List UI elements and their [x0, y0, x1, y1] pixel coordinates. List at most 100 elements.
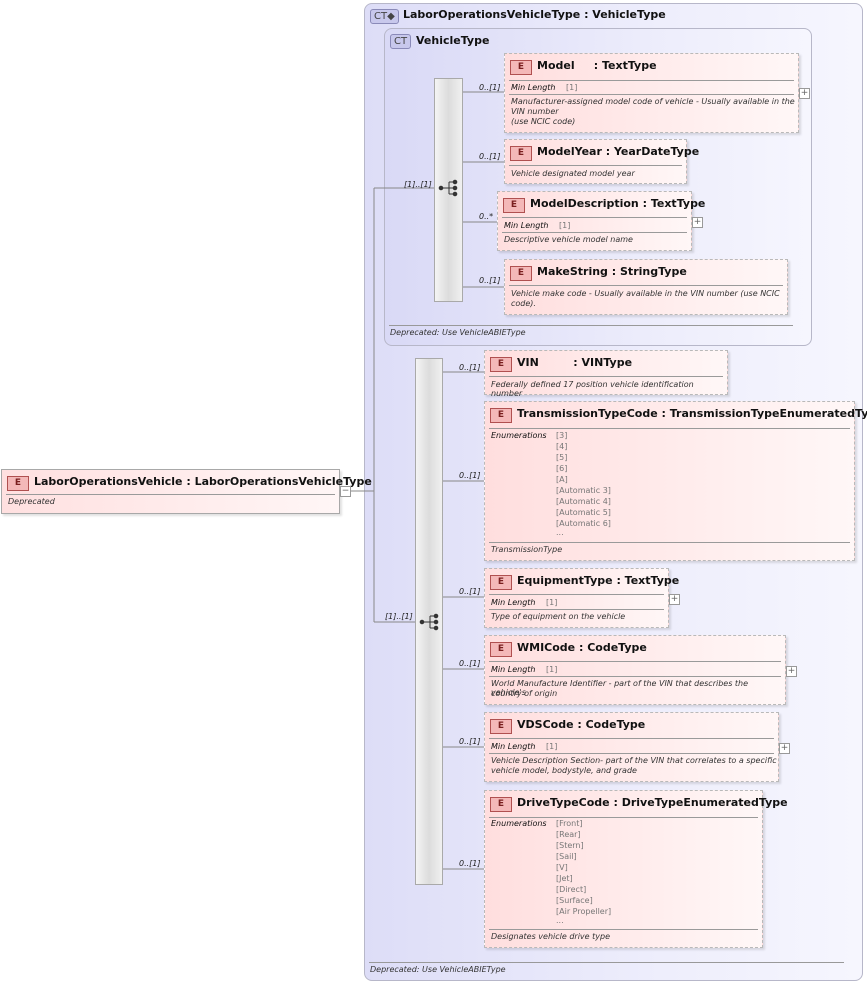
divider [489, 753, 774, 754]
vin-cardinality: 0..[1] [459, 363, 481, 372]
name: DriveTypeCode [517, 796, 610, 809]
element-model-description[interactable]: E ModelDescription : TextType Min Length… [497, 191, 705, 251]
element-badge: E [490, 575, 512, 590]
name: VDSCode [517, 718, 574, 731]
description: Descriptive vehicle model name [504, 235, 633, 244]
enum-value: [Air Propeller] [556, 907, 612, 916]
element-badge: E [503, 198, 525, 213]
element-drive-type-code[interactable]: E DriveTypeCode : DriveTypeEnumeratedTyp… [484, 790, 788, 948]
type: : TransmissionTypeEnumeratedType [661, 407, 867, 420]
inner-ct-divider [389, 325, 793, 326]
collapse-icon[interactable]: − [340, 486, 351, 497]
divider [489, 376, 723, 377]
complex-type-badge: CT [390, 34, 412, 49]
facet-label: Min Length [504, 221, 549, 230]
enum-value: [Rear] [556, 830, 581, 839]
element-model[interactable]: E Model : TextType Min Length [1] Manufa… [504, 53, 799, 133]
root-name: LaborOperationsVehicle [34, 475, 183, 488]
facet-label: Min Length [491, 742, 536, 751]
facet-value: [1] [546, 598, 558, 607]
root-note: Deprecated [8, 497, 55, 506]
element-equipment-type[interactable]: E EquipmentType : TextType Min Length [1… [484, 568, 679, 628]
facet-value: [1] [546, 665, 558, 674]
enum-value: [Automatic 6] [556, 519, 611, 528]
type: : YearDateType [605, 145, 700, 158]
divider [489, 929, 758, 930]
root-element-labor-operations-vehicle[interactable]: E LaborOperationsVehicle : LaborOperatio… [1, 469, 372, 514]
description: (use NCIC code) [511, 117, 576, 126]
facet-value: [1] [559, 221, 571, 230]
element-badge: E [7, 476, 29, 491]
element-model-year[interactable]: E ModelYear : YearDateType Vehicle desig… [504, 139, 699, 184]
root-divider [6, 494, 335, 495]
divider [489, 661, 781, 662]
element-name: ModelDescription : TextType [530, 197, 705, 210]
enum-value: ... [556, 528, 564, 537]
enumerations-label: Enumerations [491, 431, 547, 440]
description: World Manufacture Identifier - part of t… [491, 679, 749, 697]
expand-icon[interactable]: + [779, 743, 790, 754]
element-name: TransmissionTypeCode : TransmissionTypeE… [517, 407, 867, 420]
enum-value: [Stern] [556, 841, 584, 850]
element-badge: E [510, 266, 532, 281]
type: : StringType [611, 265, 687, 278]
divider [489, 594, 664, 595]
outer-ct-type: : VehicleType [584, 8, 666, 21]
divider [489, 676, 781, 677]
description: Federally defined 17 position vehicle id… [491, 380, 694, 398]
element-name: VIN : VINType [517, 356, 632, 369]
expand-icon[interactable]: + [786, 666, 797, 677]
enum-value: [Sail] [556, 852, 577, 861]
element-make-string[interactable]: E MakeString : StringType Vehicle make c… [504, 259, 788, 315]
wmi-cardinality: 0..[1] [459, 659, 481, 668]
vds-cardinality: 0..[1] [459, 737, 481, 746]
makestring-cardinality: 0..[1] [479, 276, 501, 285]
enum-value: [3] [556, 431, 568, 440]
root-type: : LaborOperationsVehicleType [186, 475, 372, 488]
type: : VINType [573, 356, 633, 369]
element-badge: E [510, 146, 532, 161]
element-name: VDSCode : CodeType [517, 718, 645, 731]
element-name: EquipmentType : TextType [517, 574, 679, 587]
facet-value: [1] [566, 83, 578, 92]
element-badge: E [490, 642, 512, 657]
expand-icon[interactable]: + [692, 217, 703, 228]
enum-value: [Direct] [556, 885, 587, 894]
element-transmission-type-code[interactable]: E TransmissionTypeCode : TransmissionTyp… [484, 401, 867, 561]
extension-icon: ◆ [387, 11, 395, 22]
divider [489, 609, 664, 610]
name: ModelDescription [530, 197, 639, 210]
name: MakeString [537, 265, 608, 278]
enum-value: [5] [556, 453, 568, 462]
modeldesc-cardinality: 0..* [479, 212, 494, 221]
expand-icon[interactable]: + [669, 594, 680, 605]
element-name: WMICode : CodeType [517, 641, 647, 654]
name: TransmissionTypeCode [517, 407, 658, 420]
divider [489, 542, 850, 543]
description: code). [511, 299, 536, 308]
description: vehicle model, bodystyle, and grade [491, 766, 637, 775]
description: Type of equipment on the vehicle [491, 612, 626, 621]
inner-ct-note: Deprecated: Use VehicleABIEType [390, 328, 526, 337]
enum-value: [Automatic 3] [556, 486, 611, 495]
model-cardinality: 0..[1] [479, 83, 501, 92]
element-badge: E [490, 357, 512, 372]
enum-value: ... [556, 916, 564, 925]
expand-icon[interactable]: + [799, 88, 810, 99]
enum-value: [A] [556, 475, 568, 484]
element-vin[interactable]: E VIN : VINType Federally defined 17 pos… [484, 350, 728, 398]
divider [509, 165, 682, 166]
element-badge: E [490, 408, 512, 423]
description: Vehicle Description Section- part of the… [491, 756, 777, 765]
enumerations-label: Enumerations [491, 819, 547, 828]
name: VIN [517, 356, 539, 369]
divider [489, 817, 758, 818]
divider [489, 738, 774, 739]
complex-type-badge: CT◆ [370, 9, 399, 24]
element-vds-code[interactable]: E VDSCode : CodeType Min Length [1] Vehi… [484, 712, 779, 782]
element-wmi-code[interactable]: E WMICode : CodeType Min Length [1] Worl… [484, 635, 786, 705]
element-badge: E [510, 60, 532, 75]
